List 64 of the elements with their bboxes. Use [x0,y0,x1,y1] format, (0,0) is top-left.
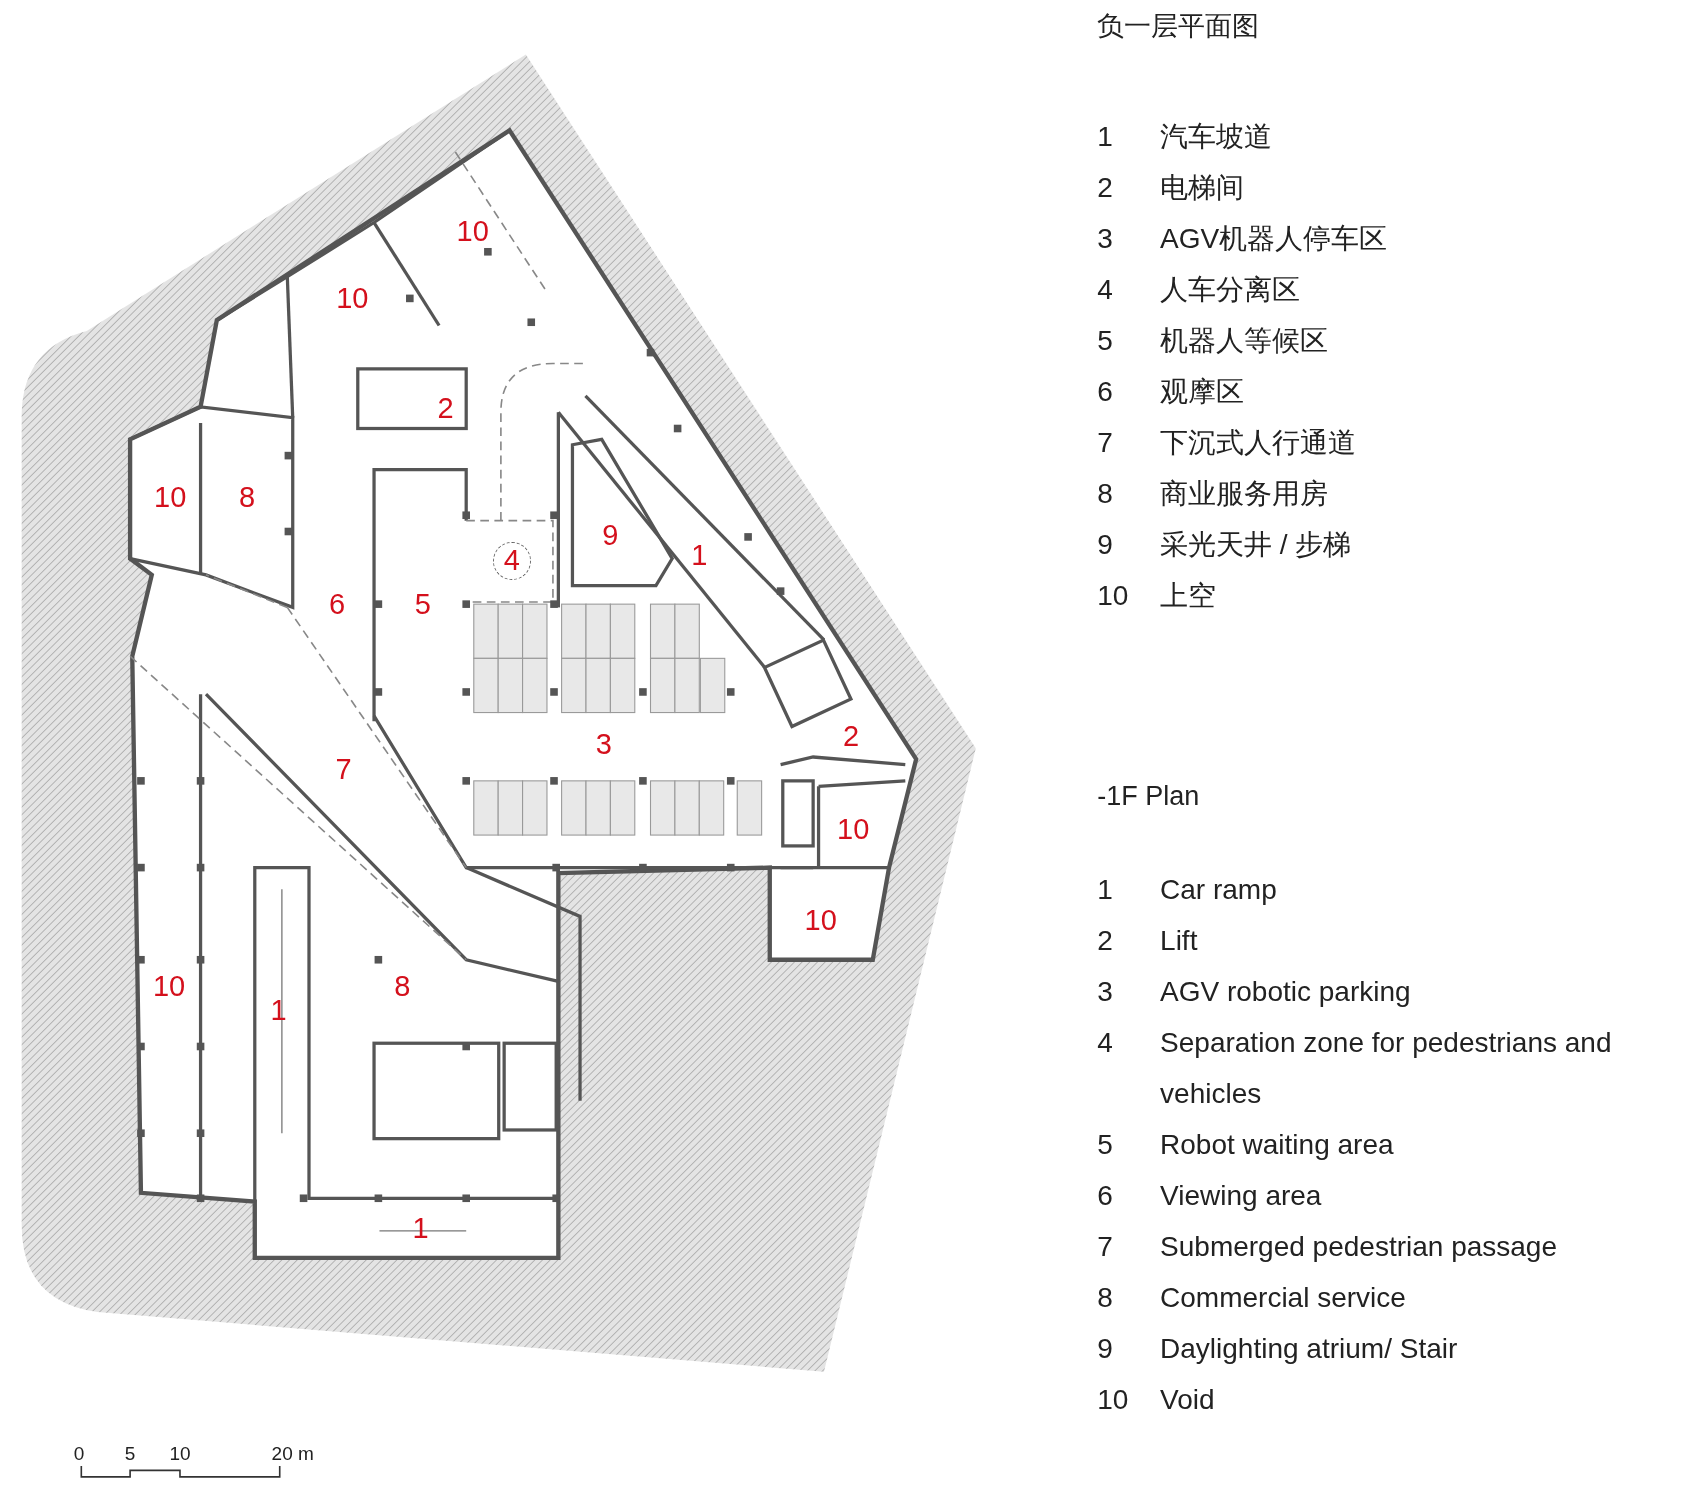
legend-number: 1 [1097,119,1114,154]
legend-text: Separation zone for pedestrians and vehicles [1160,1026,1613,1112]
legend-text: 采光天井 / 步梯 [1160,527,1353,562]
scale-label: 10 [169,1443,191,1466]
room-number: 1 [270,995,287,1025]
legend-number: 7 [1097,1230,1114,1265]
legend-text: Lift [1160,924,1199,959]
room-number: 8 [239,482,256,512]
legend-number: 9 [1097,527,1114,562]
room-number: 10 [154,482,187,512]
legend-text: AGV robotic parking [1160,975,1412,1010]
room-number: 9 [602,520,619,549]
legend-number: 4 [1097,272,1114,307]
room-number: 10 [837,814,870,844]
legend-text: 下沉式人行通道 [1160,425,1358,460]
legend-text: Commercial service [1160,1281,1407,1316]
room-number: 10 [153,971,186,1000]
room-number: 10 [336,283,369,313]
room-number: 10 [456,216,489,246]
room-number: 6 [329,589,346,619]
legend-number: 4 [1097,1026,1114,1061]
legend-text: Car ramp [1160,873,1278,908]
scale-label: 20 m [271,1443,314,1466]
legend-text: 观摩区 [1160,374,1246,409]
legend-text: AGV机器人停车区 [1160,221,1389,256]
legend-number: 2 [1097,170,1114,205]
room-number: 8 [394,971,411,1000]
scale-label: 5 [124,1443,136,1466]
legend-number: 8 [1097,1281,1114,1316]
scale-label: 0 [73,1443,85,1466]
legend-text: 汽车坡道 [1160,119,1274,154]
plan-subtitle: -1F Plan [1097,780,1200,812]
legend-number: 9 [1097,1332,1114,1367]
room-number: 2 [843,721,860,751]
legend-number: 7 [1097,425,1114,460]
legend-number: 10 [1097,1383,1130,1418]
legend-number: 10 [1097,578,1130,613]
legend-number: 3 [1097,975,1114,1010]
room-number: 7 [335,754,352,784]
legend-text: Viewing area [1160,1179,1323,1214]
legend-number: 2 [1097,924,1114,959]
legend-text: Void [1160,1383,1216,1418]
legend-text: 人车分离区 [1160,272,1302,307]
legend-number: 1 [1097,873,1114,908]
room-number: 10 [804,905,837,935]
legend-text: 机器人等候区 [1160,323,1330,358]
legend-text: 电梯间 [1160,170,1246,205]
legend-number: 5 [1097,323,1114,358]
legend-number: 6 [1097,1179,1114,1214]
legend-text: 商业服务用房 [1160,476,1330,511]
legend-text: Robot waiting area [1160,1128,1395,1163]
legend-text: 上空 [1160,578,1218,613]
legend-text: Submerged pedestrian passage [1160,1230,1558,1265]
room-number: 3 [595,729,612,759]
room-number: 2 [437,393,454,423]
room-number: 1 [691,540,708,570]
legend-number: 6 [1097,374,1114,409]
legend-number: 5 [1097,1128,1114,1163]
legend-number: 3 [1097,221,1114,256]
legend-text: Daylighting atrium/ Stair [1160,1332,1459,1367]
room-number: 5 [414,589,431,619]
room-number: 1 [412,1213,429,1243]
legend-number: 8 [1097,476,1114,511]
plan-title: 负一层平面图 [1097,10,1260,43]
